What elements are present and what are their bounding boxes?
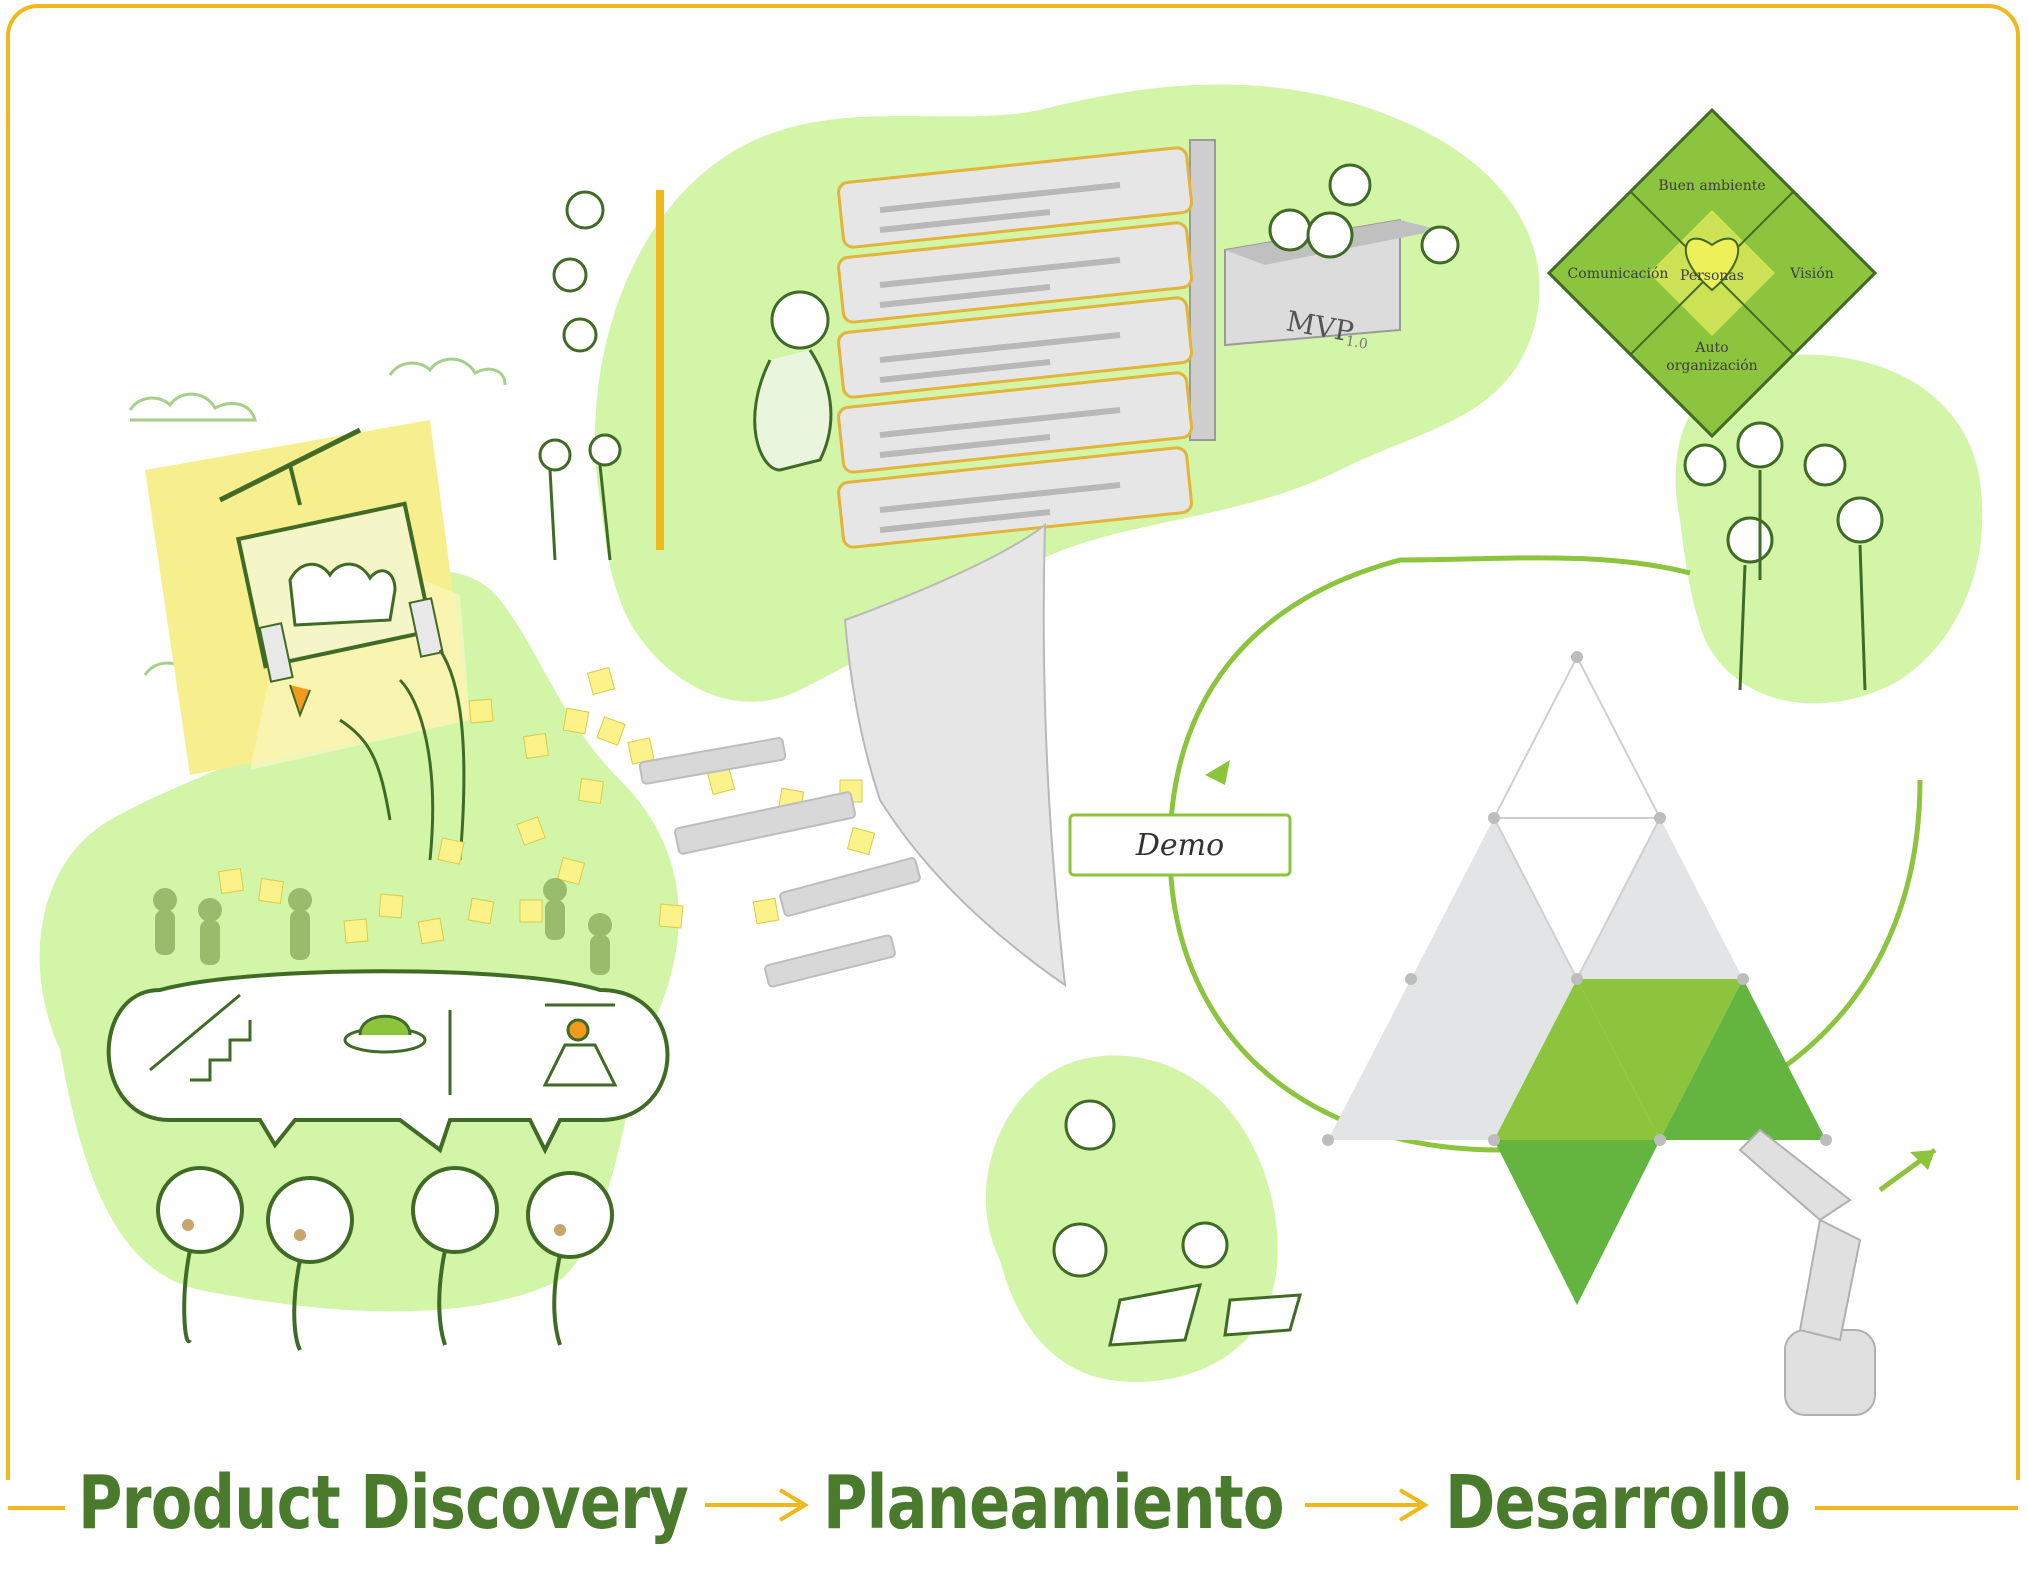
rocket-flame [289,684,311,718]
value-comunicacion: Comunicación [1568,266,1669,282]
product-owner [753,290,833,472]
person-4-head [526,1171,614,1259]
dev-blob [985,1055,1278,1382]
rocket-right [408,597,444,658]
flying-sticky-notes [218,666,876,945]
silhouettes-crowd [153,878,612,975]
discovery-crowd [156,1166,614,1351]
crowd-cheeks [182,1219,566,1241]
heart-icon [1684,237,1740,292]
balloon [566,1018,590,1042]
frame-gap-mask [0,1480,2028,1573]
climbing-team [538,190,622,561]
stairs [190,1020,252,1082]
backlog-stack [837,139,1216,549]
increment-pyramid [1322,651,1832,1305]
robot-arm [1738,1128,1876,1416]
value-personas: Personas [1680,268,1744,284]
rocket-left [258,622,294,683]
sticky-note-product [145,420,470,861]
value-buen-ambiente: Buen ambiente [1658,178,1765,194]
person-3-head [411,1166,499,1254]
cycle-arrow-right [1910,1150,1935,1170]
growth-arrow [149,993,241,1072]
cloud-1 [128,392,257,422]
value-vision: Visión [1789,266,1833,282]
cloud-2 [388,357,507,386]
person-1-head [156,1166,244,1254]
value-auto: Auto [1694,340,1728,356]
bubble-icons [149,993,618,1095]
discovery-thought-bubble [106,969,670,1155]
mvp-version: 1.0 [1344,333,1369,353]
cycle-arrow-left [1205,760,1230,785]
backlog-scroll [843,522,1067,988]
flying-cards [638,737,921,988]
phase-planeamiento: Planeamiento [823,1460,1285,1546]
mvp-team [1268,163,1460,265]
self-organized-team [1683,421,1884,691]
product-shape [288,562,397,627]
basket [542,1043,618,1087]
values-diamond: Buen ambiente Comunicación Personas Visi… [1546,107,1878,439]
phase-desarrollo: Desarrollo [1445,1460,1791,1546]
developers [1052,1099,1303,1347]
demo-label: Demo [1135,828,1224,863]
value-organizacion: organización [1666,358,1757,374]
person-2-head [266,1176,354,1264]
phase-product-discovery: Product Discovery [78,1460,689,1546]
demo-box [1068,813,1292,877]
